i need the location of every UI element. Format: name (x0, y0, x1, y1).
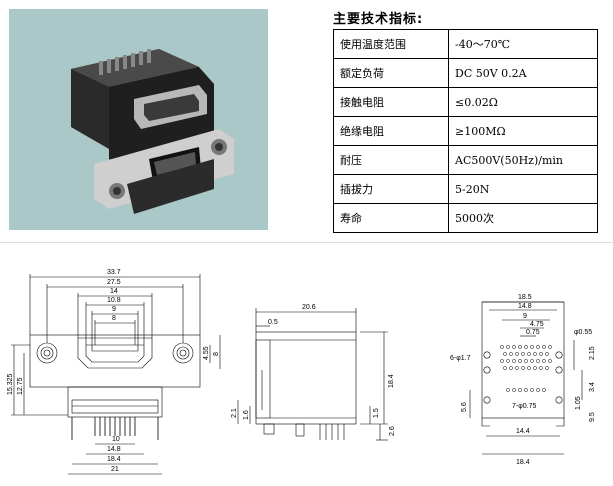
dim-label: 7-φ0.75 (512, 403, 536, 410)
dim-label: 1.6 (243, 410, 250, 420)
spec-value: -40～70℃ (448, 29, 598, 59)
dim-label: φ0.55 (574, 329, 592, 336)
spec-label: 绝缘电阻 (333, 116, 449, 146)
dim-label: 14 (110, 288, 118, 295)
side-view-drawing (237, 308, 388, 441)
spec-row: 绝缘电阻 ≥100MΩ (333, 116, 598, 146)
dim-label: 14.8 (107, 446, 121, 453)
front-view-drawing (11, 274, 221, 475)
spec-row: 寿命 5000次 (333, 203, 598, 233)
product-photo (9, 9, 268, 230)
dim-label: 20.6 (302, 304, 316, 311)
dim-label: 10.8 (107, 297, 121, 304)
connector-photo-illustration (9, 9, 268, 230)
spec-value: ≤0.02Ω (448, 87, 598, 117)
dim-label: 9 (523, 313, 527, 320)
spec-label: 使用温度范围 (333, 29, 449, 59)
spec-row: 使用温度范围 -40～70℃ (333, 29, 598, 59)
spec-label: 额定负荷 (333, 58, 449, 88)
dim-label: 8 (112, 315, 116, 322)
dim-label: 0.5 (268, 319, 278, 326)
spec-table: 使用温度范围 -40～70℃ 额定负荷 DC 50V 0.2A 接触电阻 ≤0.… (333, 29, 598, 233)
spec-row: 接触电阻 ≤0.02Ω (333, 87, 598, 117)
dim-label: 3.4 (589, 382, 596, 392)
dim-label: 18.4 (388, 374, 395, 388)
technical-drawings: 33.7 27.5 14 10.8 9 8 10 14.8 18.4 21 15… (7, 269, 596, 475)
dim-label: 9 (112, 306, 116, 313)
spec-value: ≥100MΩ (448, 116, 598, 146)
dim-label: 2.6 (389, 426, 396, 436)
spec-label: 插拔力 (333, 174, 449, 204)
dim-label: 2.15 (589, 346, 596, 360)
dim-label: 14.8 (518, 303, 532, 310)
dim-label: 0.75 (526, 329, 540, 336)
dim-label: 1.5 (373, 408, 380, 418)
dim-label: 2.1 (231, 408, 238, 418)
dim-label: 12.75 (17, 377, 24, 395)
spec-value: 5000次 (448, 203, 598, 233)
dim-label: 8 (213, 352, 220, 356)
dim-label: 10 (112, 436, 120, 443)
dim-label: 27.5 (107, 279, 121, 286)
footprint-view-drawing (469, 301, 583, 455)
spec-value: AC500V(50Hz)/min (448, 145, 598, 175)
spec-value: DC 50V 0.2A (448, 58, 598, 88)
dim-label: 14.4 (516, 428, 530, 435)
dim-label: 5.6 (461, 402, 468, 412)
dim-label: 33.7 (107, 269, 121, 276)
dim-label: 9.5 (589, 412, 596, 422)
dim-label: 15.325 (7, 373, 14, 395)
spec-row: 额定负荷 DC 50V 0.2A (333, 58, 598, 88)
dim-label: 4.55 (203, 346, 210, 360)
spec-row: 插拔力 5-20N (333, 174, 598, 204)
dim-label: 6-φ1.7 (450, 355, 471, 362)
spec-title: 主要技术指标: (333, 12, 424, 27)
spec-value: 5-20N (448, 174, 598, 204)
dim-label: 18.4 (107, 456, 121, 463)
spec-label: 耐压 (333, 145, 449, 175)
section-divider (0, 242, 613, 243)
dim-label: 4.75 (530, 321, 544, 328)
dim-label: 18.4 (516, 459, 530, 466)
dim-label: 1.05 (575, 396, 582, 410)
spec-row: 耐压 AC500V(50Hz)/min (333, 145, 598, 175)
dim-label: 21 (111, 466, 119, 473)
spec-label: 接触电阻 (333, 87, 449, 117)
spec-label: 寿命 (333, 203, 449, 233)
dim-label: 18.5 (518, 294, 532, 301)
